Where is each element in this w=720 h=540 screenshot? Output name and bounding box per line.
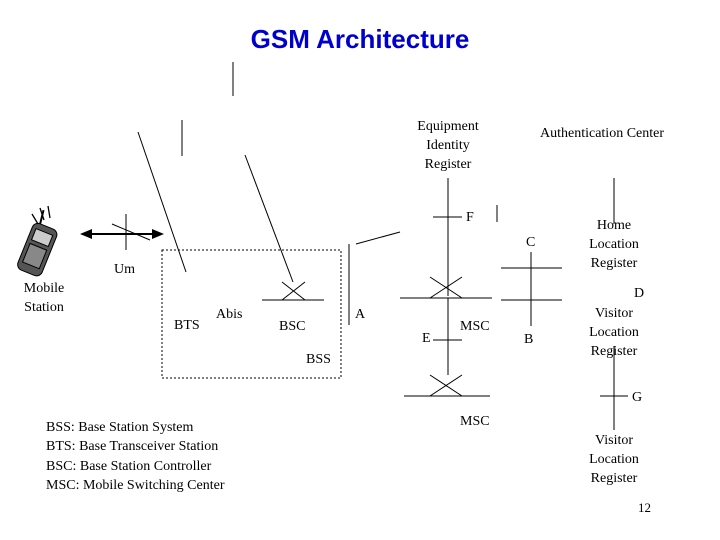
vlr-label: Visitor Location Register <box>589 306 639 359</box>
a-interface-label: A <box>355 307 366 322</box>
mobile-phone-icon <box>17 209 58 277</box>
mobile-station-label: Mobile Station <box>23 281 65 315</box>
arrow-left <box>80 229 92 239</box>
connector-line <box>137 131 187 273</box>
vlr-label: Visitor Location Register <box>589 433 639 486</box>
legend-item: BTS: Base Transceiver Station <box>46 439 219 455</box>
msc-label: MSC <box>460 414 490 429</box>
legend-item: MSC: Mobile Switching Center <box>46 477 225 493</box>
signal-mark <box>31 213 39 225</box>
bsc-label: BSC <box>279 319 306 334</box>
legend: BSS: Base Station System BTS: Base Trans… <box>46 418 225 495</box>
d-interface-label: D <box>634 286 645 301</box>
connector-line <box>355 231 401 245</box>
eir-label: Equipment Identity Register <box>417 119 479 172</box>
signal-mark <box>39 207 45 221</box>
c-interface-label: C <box>526 235 536 250</box>
hlr-label: Home Location Register <box>589 218 639 271</box>
e-interface-label: E <box>422 331 431 346</box>
msc-label: MSC <box>460 319 490 334</box>
f-interface-label: F <box>466 210 474 225</box>
msc-switch <box>429 374 463 397</box>
slide-title: GSM Architecture <box>250 24 470 54</box>
um-interface-label: Um <box>114 262 135 277</box>
um-link <box>111 223 151 241</box>
bts-label: BTS <box>174 318 200 333</box>
legend-item: BSC: Base Station Controller <box>46 458 212 474</box>
bss-label: BSS <box>306 352 331 367</box>
msc-switch <box>429 276 463 299</box>
arrow-right <box>152 229 164 239</box>
g-interface-label: G <box>632 390 643 405</box>
page-number: 12 <box>638 500 651 515</box>
bss-boundary <box>161 249 342 379</box>
auth-center-label: Authentication Center <box>540 126 665 141</box>
bsc-switch <box>281 281 306 301</box>
b-interface-label: B <box>524 332 534 347</box>
legend-item: BSS: Base Station System <box>46 420 194 435</box>
signal-mark <box>47 205 51 219</box>
abis-interface-label: Abis <box>216 307 243 322</box>
connector-line <box>244 154 294 283</box>
